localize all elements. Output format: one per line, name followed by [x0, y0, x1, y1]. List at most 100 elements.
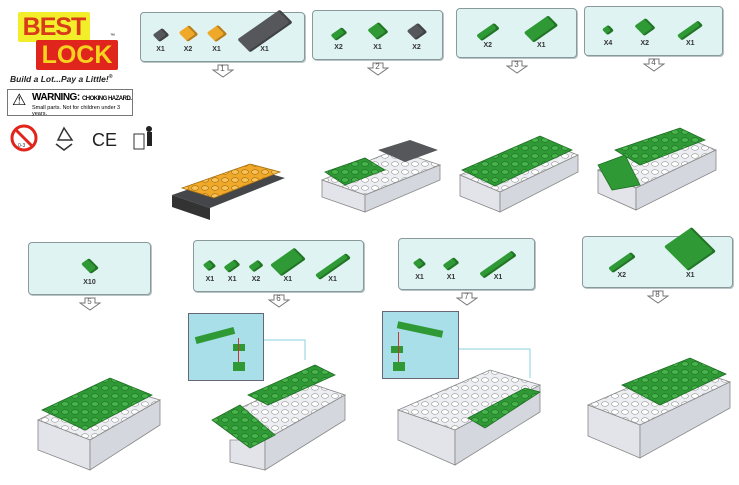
- logo-lock: LOCK: [36, 40, 118, 70]
- no-small-children-icon: 0-3: [10, 124, 38, 152]
- part-quantity: X2: [412, 44, 421, 51]
- step-number-arrow: 1: [210, 64, 235, 78]
- tagline: Build a Lot...Pay a Little!®: [10, 74, 112, 84]
- part-quantity: X1: [283, 276, 293, 283]
- parts-panel-step-7: X1 X1 X1: [398, 238, 535, 290]
- step-number-arrow: 8: [645, 290, 670, 304]
- step-number-arrow: 2: [365, 62, 390, 76]
- green-small-brick: [233, 362, 245, 371]
- warning-text: Small parts. Not for children under 3 ye…: [32, 105, 121, 117]
- waste-bin-icon: [133, 126, 152, 150]
- step-number: 6: [276, 294, 281, 303]
- step-number-arrow: 7: [454, 292, 479, 306]
- registered-mark: ®: [108, 74, 113, 81]
- attach-arrow: [398, 332, 399, 362]
- assembly-step-3: [458, 135, 580, 213]
- recycle-icon: [55, 126, 74, 151]
- step-number: 4: [651, 58, 656, 67]
- parts-panel-step-4: X4 X2 X1: [584, 6, 723, 56]
- part-item: X2: [406, 22, 427, 51]
- warning-title-text: WARNING:: [32, 92, 80, 103]
- parts-panel-step-8: X2 X1: [582, 227, 733, 288]
- assembly-step-2: [320, 140, 442, 213]
- warning-title: WARNING: CHOKING HAZARD.: [32, 92, 132, 103]
- trademark: ™: [110, 33, 115, 39]
- parts-panel-step-5: X10: [28, 242, 151, 295]
- logo-best: BEST: [18, 12, 90, 42]
- part-quantity: X1: [536, 42, 546, 49]
- part-item: X1: [677, 20, 704, 47]
- part-item: X1: [478, 250, 518, 281]
- ce-mark-icon: CE: [92, 130, 117, 150]
- part-item: X2: [607, 251, 636, 279]
- part-item: X1: [206, 24, 227, 53]
- part-item: X2: [248, 259, 264, 283]
- part-quantity: X2: [640, 40, 650, 47]
- part-quantity: X1: [373, 44, 382, 51]
- part-item: X2: [634, 17, 656, 47]
- part-item: X1: [151, 27, 170, 53]
- assembly-step-5: [36, 377, 162, 471]
- step-number: 8: [655, 290, 660, 299]
- green-long-plate: [396, 321, 444, 338]
- assembly-step-4: [597, 127, 717, 211]
- part-item: X1: [664, 227, 717, 279]
- green-small-brick: [393, 362, 405, 371]
- part-item: X1: [202, 259, 217, 283]
- parts-panel-step-2: X2 X1 X2: [312, 10, 443, 60]
- step-number-arrow: 3: [504, 60, 529, 74]
- choking-hazard-warning: ⚠ WARNING: CHOKING HAZARD. Small parts. …: [7, 89, 133, 117]
- part-quantity: X1: [685, 272, 695, 279]
- part-quantity: X1: [260, 46, 269, 53]
- part-item: X2: [475, 22, 500, 49]
- warning-triangle-icon: ⚠: [12, 92, 27, 109]
- part-quantity: X1: [415, 274, 424, 281]
- attach-arrow: [238, 338, 239, 362]
- part-quantity: X1: [328, 276, 337, 283]
- subassembly-inset-step-7: [382, 311, 459, 379]
- part-item: X4: [601, 24, 615, 47]
- assembly-step-6: [211, 339, 346, 471]
- part-quantity: X1: [156, 46, 165, 53]
- step-number: 3: [514, 60, 519, 69]
- part-item: X1: [523, 15, 559, 49]
- part-quantity: X2: [334, 44, 343, 51]
- part-quantity: X1: [493, 274, 503, 281]
- green-small-plate: [233, 344, 245, 351]
- part-item: X1: [236, 9, 293, 53]
- part-quantity: X1: [205, 276, 215, 283]
- assembly-step-7: [396, 348, 542, 466]
- step-number: 7: [464, 292, 469, 301]
- assembly-step-8: [586, 357, 732, 459]
- step-number-arrow: 5: [77, 297, 102, 311]
- part-quantity: X10: [83, 279, 96, 286]
- step-number: 1: [220, 64, 225, 73]
- part-quantity: X2: [183, 46, 193, 53]
- part-quantity: X2: [251, 276, 261, 283]
- part-item: X1: [412, 257, 427, 281]
- part-item: X10: [80, 258, 99, 286]
- part-item: X1: [366, 21, 389, 51]
- part-quantity: X4: [603, 40, 613, 47]
- step-number: 2: [375, 62, 380, 71]
- warning-subtitle: CHOKING HAZARD.: [81, 96, 132, 102]
- part-item: X2: [178, 25, 198, 53]
- part-quantity: X1: [212, 46, 221, 53]
- part-quantity: X2: [617, 272, 627, 279]
- assembly-step-1: [172, 163, 285, 220]
- step-number: 5: [87, 297, 92, 306]
- tagline-text: Build a Lot...Pay a Little!: [10, 74, 109, 84]
- step-number-arrow: 6: [266, 294, 291, 308]
- part-item: X1: [442, 257, 460, 281]
- compliance-icons: 0-3 CE: [10, 124, 152, 152]
- step-number-arrow: 4: [641, 58, 666, 72]
- part-quantity: X1: [446, 274, 456, 281]
- part-item: X2: [329, 27, 348, 51]
- part-quantity: X1: [685, 40, 695, 47]
- green-long-plate: [194, 326, 236, 345]
- green-small-plate: [391, 346, 403, 353]
- subassembly-inset-step-6: [188, 313, 264, 381]
- part-item: X1: [269, 247, 306, 283]
